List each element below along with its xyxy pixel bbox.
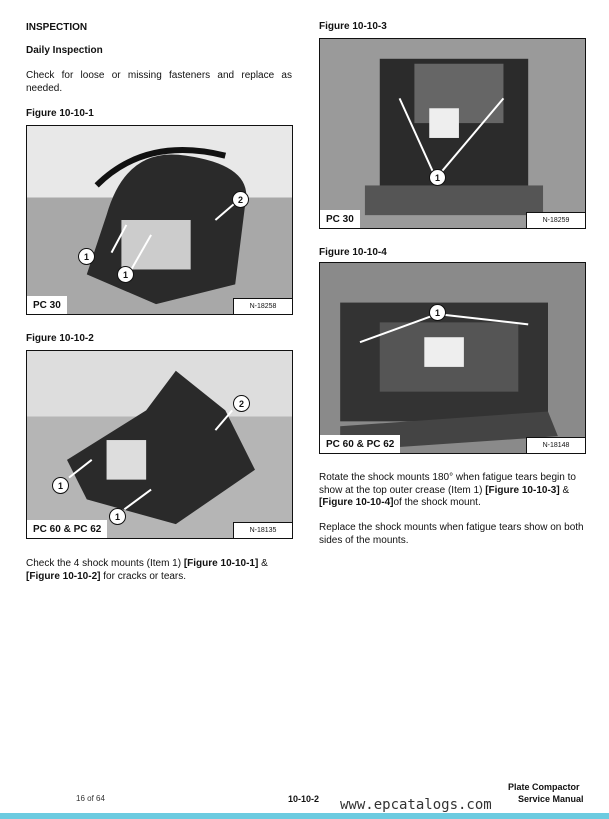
callout-1: 1 bbox=[429, 304, 446, 321]
figure-10-10-4-photo: 1 PC 60 & PC 62 N-18148 bbox=[319, 262, 586, 454]
figure-title: Figure 10-10-2 bbox=[26, 333, 94, 344]
figure-reference[interactable]: [Figure 10-10-3] bbox=[485, 484, 560, 496]
figure-caption: PC 30 bbox=[320, 210, 360, 228]
figure-caption: PC 60 & PC 62 bbox=[320, 435, 401, 453]
manual-title: Plate Compactor bbox=[508, 782, 580, 792]
text: of the shock mount. bbox=[393, 497, 481, 508]
callout-2: 2 bbox=[233, 395, 250, 412]
watermark: www.epcatalogs.com bbox=[340, 797, 492, 813]
text: for cracks or tears. bbox=[100, 570, 187, 582]
figure-10-10-2-photo: 1 1 2 PC 60 & PC 62 N-18135 bbox=[26, 350, 293, 539]
intro-text: Check for loose or missing fasteners and… bbox=[26, 70, 292, 94]
compactor-image bbox=[364, 58, 544, 216]
callout-1: 1 bbox=[429, 169, 446, 186]
figure-id: N-18259 bbox=[526, 212, 585, 228]
rotate-text: Rotate the shock mounts 180° when fatigu… bbox=[319, 472, 586, 510]
callout-1: 1 bbox=[52, 477, 69, 494]
figure-10-10-3-photo: 1 PC 30 N-18259 bbox=[319, 38, 586, 229]
figure-reference[interactable]: [Figure 10-10-1] bbox=[183, 558, 259, 569]
page-number: 16 of 64 bbox=[76, 794, 105, 803]
figure-id: N-18148 bbox=[526, 437, 585, 453]
text: Check the 4 shock mounts (Item 1) bbox=[26, 558, 184, 569]
text: & bbox=[559, 484, 570, 496]
text: Rotate the shock mounts 180° when fatigu… bbox=[319, 472, 576, 496]
figure-id: N-18135 bbox=[233, 522, 292, 538]
figure-reference[interactable]: [Figure 10-10-2] bbox=[26, 570, 101, 582]
figure-reference[interactable]: [Figure 10-10-4] bbox=[319, 497, 394, 508]
callout-1: 1 bbox=[109, 508, 126, 525]
figure-caption: PC 60 & PC 62 bbox=[27, 520, 108, 538]
figure-10-10-1-photo: 1 1 2 PC 30 N-18258 bbox=[26, 125, 293, 315]
check-text: Check the 4 shock mounts (Item 1) [Figur… bbox=[26, 558, 292, 583]
text: & bbox=[258, 558, 268, 569]
figure-title: Figure 10-10-4 bbox=[319, 247, 387, 258]
callout-1: 1 bbox=[117, 266, 134, 283]
section-heading: INSPECTION bbox=[26, 22, 88, 33]
figure-id: N-18258 bbox=[233, 298, 292, 314]
figure-caption: PC 30 bbox=[27, 296, 67, 314]
replace-text: Replace the shock mounts when fatigue te… bbox=[319, 522, 584, 546]
footer-bar bbox=[0, 813, 609, 819]
subheading: Daily Inspection bbox=[26, 45, 103, 56]
compactor-image bbox=[66, 370, 255, 525]
compactor-image bbox=[340, 302, 558, 452]
compactor-image bbox=[86, 147, 247, 305]
figure-title: Figure 10-10-1 bbox=[26, 108, 94, 119]
figure-title: Figure 10-10-3 bbox=[319, 21, 387, 32]
manual-subtitle: Service Manual bbox=[518, 794, 584, 804]
callout-1: 1 bbox=[78, 248, 95, 265]
callout-2: 2 bbox=[232, 191, 249, 208]
section-number: 10-10-2 bbox=[288, 794, 320, 804]
